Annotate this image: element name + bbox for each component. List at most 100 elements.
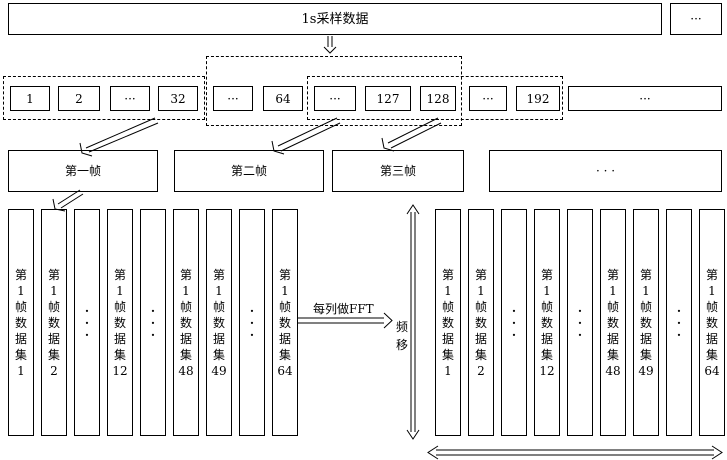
- dataset-text: 帧: [212, 299, 225, 314]
- dataset-text: 1: [50, 283, 58, 298]
- sample-box: ···: [469, 86, 507, 111]
- fft-arrow: [297, 312, 393, 329]
- dataset-text: 据: [113, 331, 126, 346]
- dataset-text: ·: [84, 327, 90, 342]
- dataset-text: 集: [212, 347, 225, 362]
- sample-label: ···: [329, 91, 341, 106]
- sample-label: ···: [639, 91, 651, 106]
- dataset-text: 数: [179, 315, 192, 330]
- dataset-text: ·: [150, 327, 156, 342]
- dataset-text: 1: [17, 283, 25, 298]
- dataset-text: 集: [47, 347, 60, 362]
- dataset-text: 集: [639, 347, 652, 362]
- dataset-text: ·: [84, 303, 90, 318]
- sample-box: ···: [314, 86, 356, 111]
- dataset-text: 集: [441, 347, 454, 362]
- diag-arrow-dataset-1: [52, 189, 84, 212]
- sample-label: 127: [376, 91, 400, 106]
- dataset-text: ·: [676, 315, 682, 330]
- dataset-text: 1: [17, 363, 25, 378]
- dataset-column: ···: [567, 209, 593, 436]
- dataset-text: 48: [605, 363, 621, 378]
- dataset-text: 数: [639, 315, 652, 330]
- dataset-text: 数: [14, 315, 27, 330]
- top-down-arrow: [323, 36, 337, 54]
- dataset-text: 第: [606, 267, 619, 282]
- dataset-text: 据: [639, 331, 652, 346]
- dataset-text: 第: [179, 267, 192, 282]
- dataset-text: 1: [543, 283, 551, 298]
- dataset-text: ·: [84, 315, 90, 330]
- dataset-text: 第: [47, 267, 60, 282]
- sample-box: ···: [213, 86, 253, 111]
- dataset-text: 集: [113, 347, 126, 362]
- dataset-text: 第: [540, 267, 553, 282]
- fft-label: 每列做FFT: [313, 302, 374, 316]
- dataset-column: ···: [666, 209, 692, 436]
- sample-label: ···: [227, 91, 239, 106]
- dataset-text: 数: [540, 315, 553, 330]
- dataset-text: 帧: [113, 299, 126, 314]
- dataset-text: 集: [540, 347, 553, 362]
- sampling-data-box: 1s采样数据: [8, 3, 662, 35]
- dataset-text: 48: [178, 363, 194, 378]
- dataset-text: 数: [47, 315, 60, 330]
- sample-box: ···: [568, 86, 722, 111]
- sampling-more-box: ···: [670, 3, 722, 35]
- dataset-text: 帧: [14, 299, 27, 314]
- dataset-text: 帧: [179, 299, 192, 314]
- dataset-text: ·: [577, 327, 583, 342]
- sample-box: 64: [263, 86, 303, 111]
- diag-arrow-frame-2: [271, 117, 341, 155]
- frame-label: 第三帧: [379, 164, 416, 178]
- dataset-text: ·: [676, 303, 682, 318]
- frame-label: 第二帧: [230, 164, 267, 178]
- diag-arrow-frame-3: [381, 117, 442, 152]
- dataset-text: 第: [441, 267, 454, 282]
- dataset-text: 帧: [705, 299, 718, 314]
- sample-box: 32: [158, 86, 198, 111]
- sample-box: 192: [516, 86, 560, 111]
- dataset-column: ···: [140, 209, 166, 436]
- dataset-text: 64: [704, 363, 720, 378]
- sample-label: 2: [75, 91, 83, 106]
- dataset-column: ···: [74, 209, 100, 436]
- sample-label: ···: [482, 91, 494, 106]
- dataset-text: ·: [150, 303, 156, 318]
- dataset-text: 数: [113, 315, 126, 330]
- sample-label: 128: [426, 91, 450, 106]
- sample-label: 1: [26, 91, 34, 106]
- dataset-text: 2: [50, 363, 58, 378]
- dataset-text: 1: [477, 283, 485, 298]
- dataset-text: 1: [182, 283, 190, 298]
- dataset-text: 据: [278, 331, 291, 346]
- frame-box-4: · · ·: [489, 150, 722, 192]
- dataset-text: 帧: [47, 299, 60, 314]
- dataset-text: 12: [539, 363, 555, 378]
- dataset-text: 1: [609, 283, 617, 298]
- dataset-text: 集: [474, 347, 487, 362]
- dataset-text: 1: [444, 363, 452, 378]
- dataset-text: 据: [705, 331, 718, 346]
- dataset-text: ·: [511, 315, 517, 330]
- dataset-text: 第: [705, 267, 718, 282]
- dataset-text: 帧: [540, 299, 553, 314]
- sample-label: ···: [124, 91, 136, 106]
- dataset-text: 1: [708, 283, 716, 298]
- dataset-text: ·: [150, 315, 156, 330]
- sampling-more-label: ···: [690, 12, 702, 26]
- dataset-text: ·: [511, 303, 517, 318]
- frame-box-2: 第二帧: [174, 150, 324, 192]
- sample-box: ···: [110, 86, 150, 111]
- dataset-text: 第: [639, 267, 652, 282]
- dataset-text: 第: [278, 267, 291, 282]
- dataset-text: 据: [474, 331, 487, 346]
- frame-box-3: 第三帧: [332, 150, 464, 192]
- dataset-text: 帧: [441, 299, 454, 314]
- dataset-text: 据: [179, 331, 192, 346]
